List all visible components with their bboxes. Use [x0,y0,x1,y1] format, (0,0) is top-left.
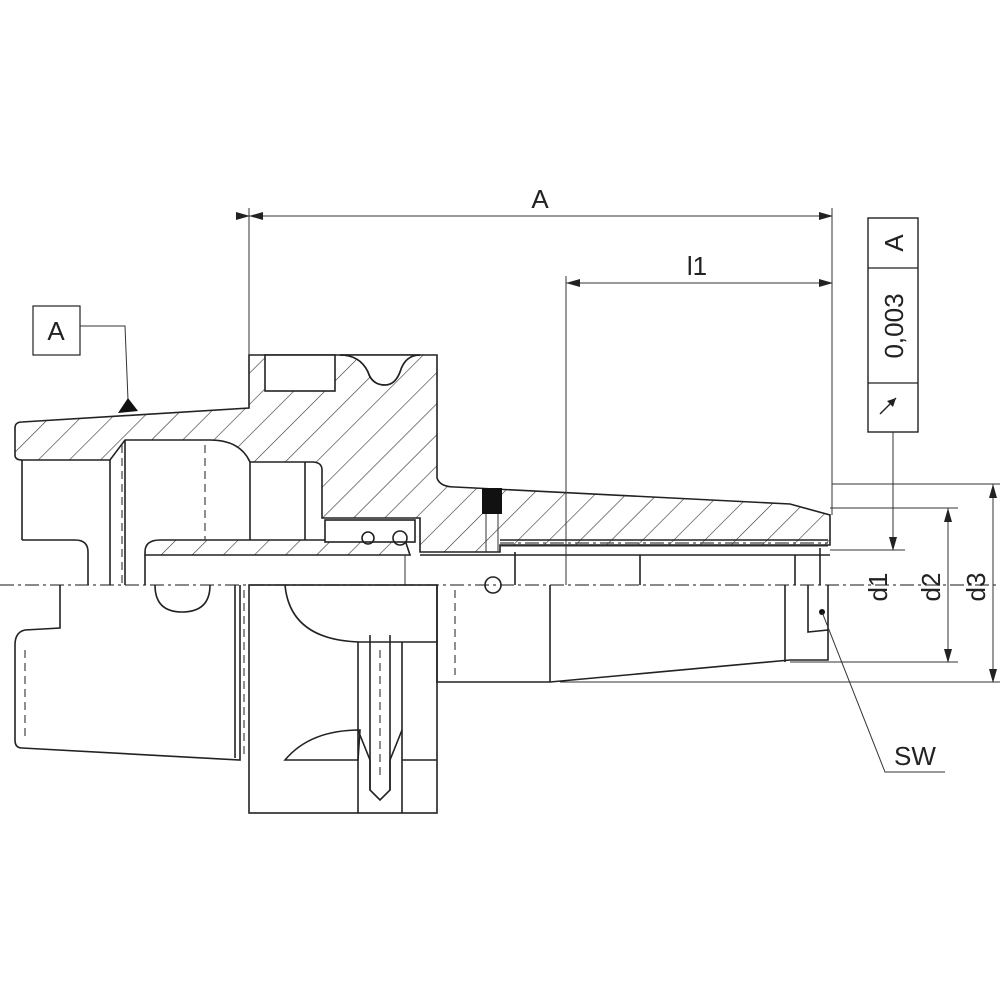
dimension-d3-label: d3 [961,573,991,602]
sw-label: SW [894,741,936,771]
datum-triangle-icon [118,398,138,413]
dimension-d2-label: d2 [916,573,946,602]
dimension-l1: l1 [565,251,833,585]
datum-feature-a: A [32,305,138,413]
diameter-dimensions: d1 d2 d3 [560,483,1000,683]
dimension-a: A [236,184,833,515]
dimension-d1-label: d1 [863,573,893,602]
lower-view-outline [14,584,829,814]
upper-internal-lines [21,440,830,594]
dimension-l1-label: l1 [687,251,707,281]
dimension-a-label: A [531,184,549,214]
tolerance-datum-label: A [879,234,909,252]
circular-runout-icon [879,397,897,415]
geometric-tolerance-frame: A 0,003 [867,217,919,551]
wrench-size-callout: SW [821,611,945,773]
upper-section-body [14,354,831,556]
tolerance-value: 0,003 [879,293,909,358]
datum-a-label: A [47,316,65,346]
set-screw [482,488,502,514]
